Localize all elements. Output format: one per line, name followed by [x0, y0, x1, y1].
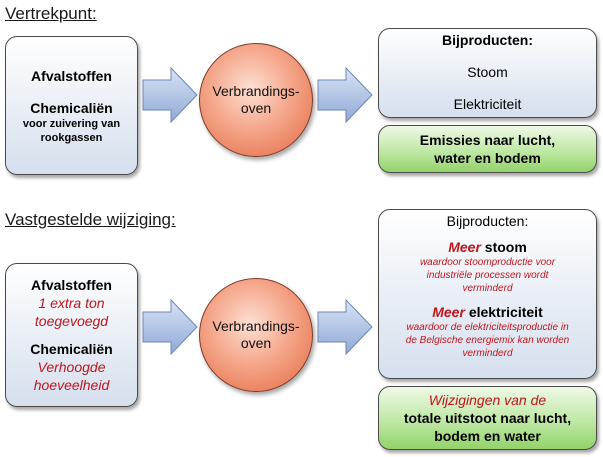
steam-note-1: waardoor stoomproductie voor — [419, 257, 556, 268]
input-waste-label: Afvalstoffen — [31, 67, 112, 84]
input-chemicals-change-2: hoeveelheid — [33, 377, 110, 393]
electricity-note-3: verminderd — [462, 348, 513, 359]
incineration-oven-change: Verbrandings- oven — [199, 278, 313, 392]
input-chemicals-note-1: voor zuivering van — [22, 117, 121, 130]
input-chemicals-label: Chemicaliën — [30, 341, 113, 357]
byproducts-box-start: Bijproducten: Stoom Elektriciteit — [378, 28, 597, 118]
flow-arrow-icon — [317, 66, 373, 124]
emissions-change-line-2: totale uitstoot naar lucht, — [403, 410, 572, 426]
input-chemicals-change-1: Verhoogde — [37, 359, 106, 375]
oven-label-2: oven — [240, 335, 272, 351]
steam-note-2: industriële processen wordt — [426, 270, 549, 281]
emissions-line-2: water en bodem — [434, 150, 541, 166]
emissions-change-line-3: bodem en water — [434, 428, 541, 444]
electricity-note-2: de Belgische energiemix kan worden — [405, 335, 570, 346]
flow-arrow-icon — [142, 66, 198, 124]
input-waste-label: Afvalstoffen — [31, 277, 112, 293]
flow-arrow-icon — [142, 298, 198, 356]
section-title-starting-point: Vertrekpunt: — [5, 4, 97, 23]
byproduct-electricity: Elektriciteit — [453, 96, 522, 112]
input-chemicals-note-2: rookgassen — [40, 131, 103, 144]
input-waste-change-1: 1 extra ton — [38, 295, 105, 311]
electricity-label: elektriciteit — [468, 304, 543, 320]
incineration-oven-start: Verbrandings- oven — [199, 43, 313, 157]
section-title-observed-change: Vastgestelde wijziging: — [5, 210, 176, 229]
emissions-line-1: Emissies naar lucht, — [419, 132, 556, 148]
byproduct-steam-heading: Meer stoom — [448, 238, 527, 256]
oven-label-1: Verbrandings- — [212, 318, 300, 334]
inputs-box-start: Afvalstoffen Chemicaliën voor zuivering … — [5, 36, 138, 175]
inputs-box-change: Afvalstoffen 1 extra ton toegevoegd Chem… — [5, 263, 138, 407]
byproduct-electricity-heading: Meer elektriciteit — [432, 303, 543, 321]
byproducts-title: Bijproducten: — [442, 32, 533, 48]
flow-arrow-icon — [317, 298, 373, 356]
input-chemicals-label: Chemicaliën — [30, 99, 113, 116]
emissions-box-change: Wijzigingen van de totale uitstoot naar … — [378, 386, 597, 450]
oven-label-2: oven — [240, 100, 272, 116]
emissions-box-start: Emissies naar lucht, water en bodem — [378, 125, 597, 173]
steam-label: stoom — [484, 239, 527, 255]
steam-note-3: verminderd — [462, 283, 513, 294]
steam-more-label: Meer — [448, 239, 481, 255]
emissions-change-line-1: Wijzigingen van de — [428, 392, 547, 408]
byproduct-steam: Stoom — [467, 64, 508, 80]
electricity-note-1: waardoor de elektriciteitsproductie in — [406, 322, 569, 333]
oven-label-1: Verbrandings- — [212, 83, 300, 99]
byproducts-title: Bijproducten: — [446, 213, 529, 229]
input-waste-change-2: toegevoegd — [34, 313, 109, 329]
electricity-more-label: Meer — [432, 304, 465, 320]
byproducts-box-change: Bijproducten: Meer stoom waardoor stoomp… — [378, 209, 597, 379]
